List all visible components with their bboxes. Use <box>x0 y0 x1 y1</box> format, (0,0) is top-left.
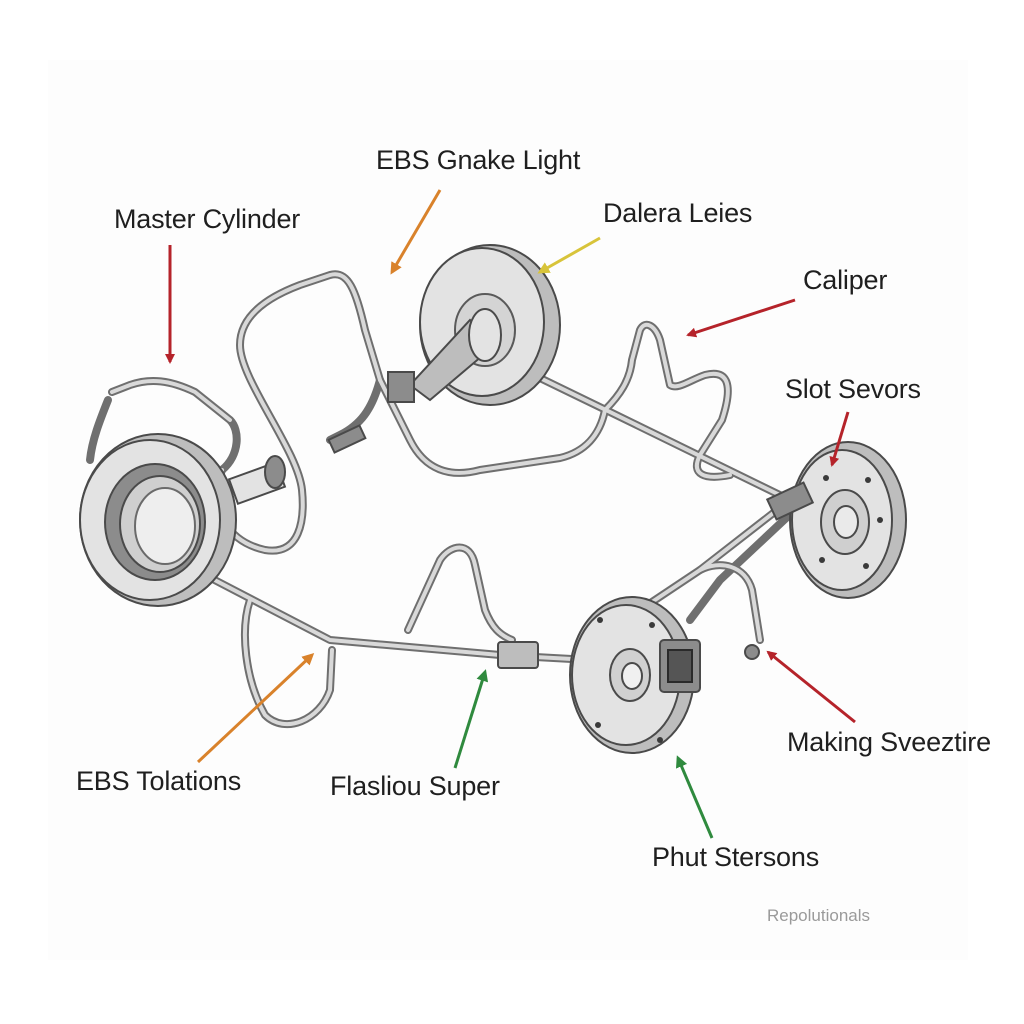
label-caliper: Caliper <box>803 265 888 295</box>
label-phut-stersons: Phut Stersons <box>652 842 819 872</box>
label-dalera-leies: Dalera Leies <box>603 198 753 228</box>
arrow-phut-stersons <box>675 755 714 839</box>
arrow-caliper <box>686 298 796 338</box>
label-slot-sensors: Slot Sevors <box>785 374 921 404</box>
label-master-cylinder: Master Cylinder <box>114 204 301 234</box>
label-making-sveeztire: Making Sveeztire <box>787 727 991 757</box>
arrow-flasliou-super <box>453 669 489 769</box>
bottom-rotor <box>497 596 760 754</box>
brake-lines-highlight <box>110 272 792 727</box>
arrow-making-sveeztire <box>766 650 856 724</box>
top-rotor <box>327 244 561 454</box>
right-rotor <box>765 441 907 599</box>
arrow-brake-light <box>390 189 442 275</box>
arrow-dalera-leies <box>537 236 601 274</box>
label-ebs-tolations: EBS Tolations <box>76 766 242 796</box>
arrow-slot-sensors <box>829 411 850 467</box>
label-flasliou-super: Flasliou Super <box>330 771 500 801</box>
label-brake-light: EBS Gnake Light <box>376 145 581 175</box>
arrow-ebs-tolations <box>196 652 315 764</box>
left-ring-component <box>79 433 287 607</box>
watermark-text: Repolutionals <box>767 906 871 925</box>
